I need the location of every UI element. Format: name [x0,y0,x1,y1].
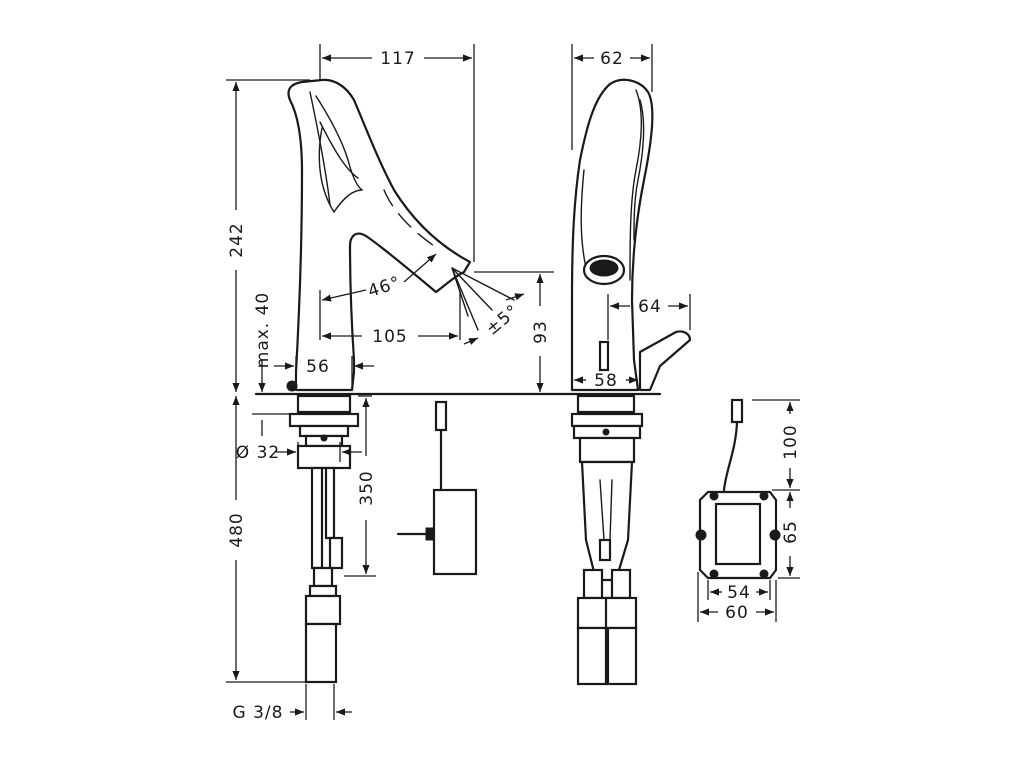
dim-65-label: 65 [781,520,801,544]
dim-64-label: 64 [638,297,662,317]
dim-max-40-label: max. 40 [253,292,273,368]
dim-242-label: 242 [227,222,247,257]
faucet-side-view [254,78,562,396]
front-mounting-assembly [570,394,644,686]
dim-100-label: 100 [781,424,801,459]
dim-350-label: 350 [357,470,377,505]
dim-60-label: 60 [725,603,749,623]
dim-62-label: 62 [600,49,624,69]
dim-480-label: 480 [227,512,247,547]
dim-105-label: 105 [372,327,407,347]
dim-56-label: 56 [306,357,330,377]
dim-93-label: 93 [531,320,551,344]
dim-thread-label: G 3/8 [233,703,284,723]
dimension-lines [226,44,800,720]
dim-angle-46-label: 46° [366,273,404,302]
dim-117-label: 117 [380,49,415,69]
dimension-labels: 117 242 max. 40 46° ±5° 105 93 56 Ø 32 4… [227,49,801,723]
dim-58-label: 58 [594,371,618,391]
side-mounting-assembly [288,394,360,684]
dim-diameter-32-label: Ø 32 [236,443,280,463]
faucet-front-view [558,78,692,396]
dim-54-label: 54 [727,583,751,603]
control-box-side [396,400,478,576]
sensor-dot-icon [286,380,298,392]
control-box-front [695,398,781,580]
